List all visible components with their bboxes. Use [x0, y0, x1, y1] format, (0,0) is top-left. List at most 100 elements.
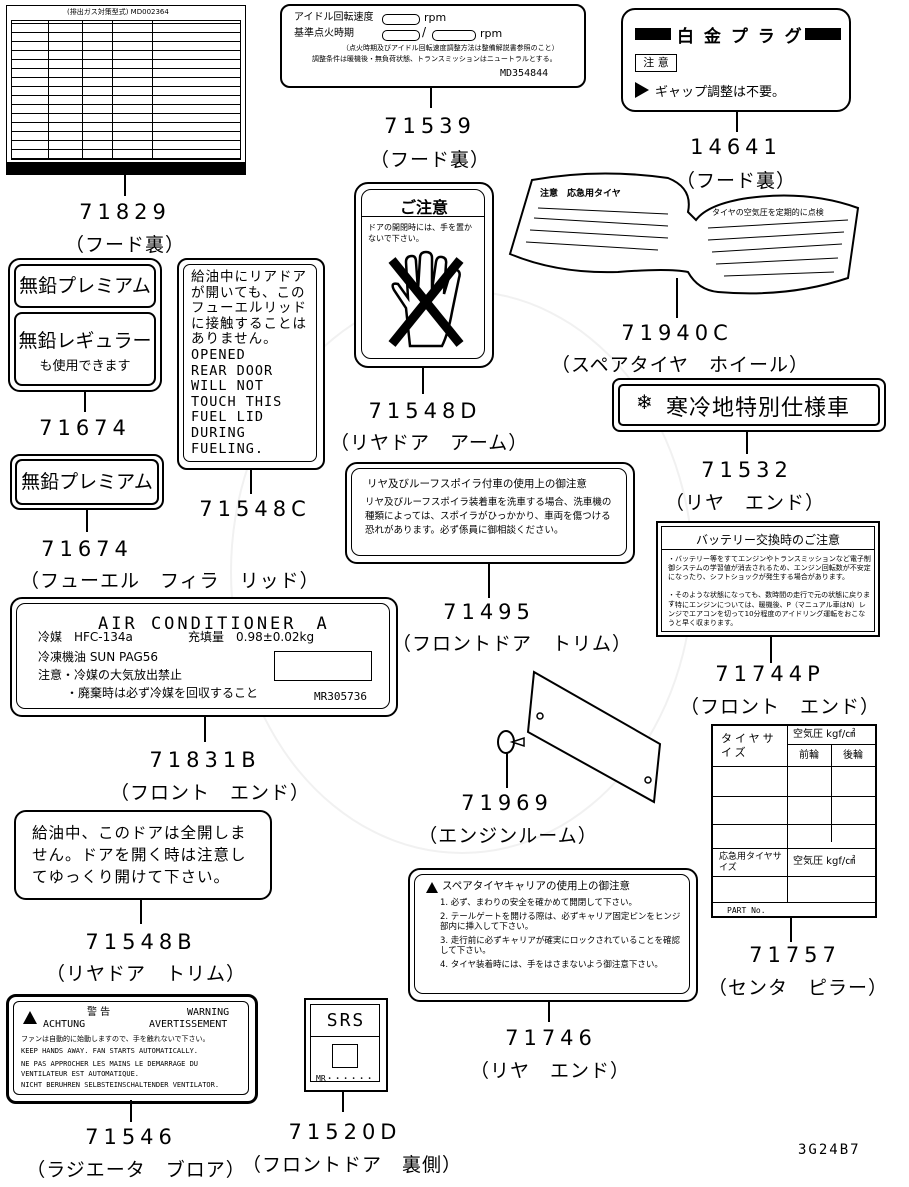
- part-location-71495: （フロントドア トリム）: [392, 633, 633, 655]
- spoiler-caution-text: リヤ及びルーフスポイラ装着車を洗車する場合、洗車機の種類によっては、スポイラがひ…: [365, 497, 612, 536]
- blower-line-2: KEEP HANDS AWAY. FAN STARTS AUTOMATICALL…: [21, 1047, 199, 1055]
- label-71520d-inner: [310, 1004, 380, 1082]
- label-71757: タイヤサイズ 空気圧 kgf/㎠ 前輪 後輪 応急用タイヤサイズ 空気圧 kgf…: [711, 724, 877, 918]
- part-location-71548d: （リヤドア アーム）: [330, 432, 529, 454]
- premium-outline: 無鉛プレミアム: [15, 459, 159, 505]
- label-71546-inner: [13, 1001, 249, 1095]
- leader-71940c: [676, 278, 678, 318]
- blower-line-1: ファンは自動的に始動しますので、手を触れないで下さい。: [21, 1035, 210, 1043]
- idle-note-2: 調整条件は暖機後・無負荷状態、トランスミッションはニュートラルとする。: [312, 55, 557, 63]
- leader-71548b: [140, 898, 142, 924]
- fuel-lid-line: OPENED: [191, 346, 246, 363]
- idle-label-code: MD354844: [500, 68, 549, 79]
- label-71744p: バッテリー交換時のご注意 ・バッテリー等をすてエンジンやトランスミッションなど電…: [656, 521, 880, 637]
- leader-71829: [124, 174, 126, 196]
- part-number-71746: 71746: [505, 1026, 597, 1050]
- leader-71746: [548, 1000, 550, 1022]
- tire-table-hline-5: [713, 848, 875, 849]
- label-71831b-inner: [16, 603, 390, 709]
- plug-title: 白 金 プ ラ グ: [677, 27, 804, 47]
- tire-caution-left: 注意 応急用タイヤ: [540, 189, 621, 199]
- battery-item-3: ・特にエンジンについては、暖機後、P（マニュアル車はN）レンジでエアコンを切って…: [668, 601, 866, 627]
- carrier-item-1: 1. 必ず、まわりの安全を確かめて開閉して下さい。: [440, 898, 637, 908]
- ignition-timing-text: 基準点火時期: [294, 28, 354, 39]
- part-location-71539: （フード裏）: [369, 149, 490, 171]
- fuel-lid-line: が開いても、この: [191, 284, 306, 301]
- ignition-timing-box1: [382, 30, 420, 41]
- part-number-71548b: 71548B: [85, 930, 197, 954]
- part-location-71546: （ラジエータ ブロア）: [26, 1159, 246, 1181]
- blower-warning-icon: [23, 1011, 37, 1024]
- fuel-lid-line: WILL NOT: [191, 378, 265, 395]
- battery-item-2: ・そのような状態になっても、数時間の走行で元の状態に戻ります: [668, 591, 871, 608]
- figure-code: 3G24B7: [798, 1142, 861, 1158]
- aircon-charge: 充填量 0.98±0.02kg: [188, 630, 315, 644]
- part-number-71940c: 71940C: [621, 321, 733, 345]
- label-71829: (排出ガス対策型式) MD002364: [6, 5, 246, 175]
- part-number-71744p: 71744P: [715, 662, 825, 686]
- tire-part-no: PART No.: [727, 906, 766, 915]
- srs-title: SRS: [326, 1010, 366, 1031]
- leader-71831b: [204, 716, 206, 742]
- ignition-timing-box2: [432, 30, 476, 41]
- battery-divider: [661, 549, 875, 550]
- tire-size-header: タイヤサイズ: [721, 732, 777, 759]
- part-number-71548d: 71548D: [368, 399, 482, 423]
- carrier-warning-icon: [426, 882, 438, 893]
- label-71539: アイドル回転速度 rpm 基準点火時期 / rpm （点火時期及びアイドル回転速…: [280, 4, 586, 88]
- leader-71495: [488, 562, 490, 598]
- leader-71548c: [250, 468, 252, 494]
- blower-line-4: NICHT BERUHREN SELBSTEINSCHALTENDER VENT…: [21, 1081, 220, 1089]
- pressure-header: 空気圧 kgf/㎠: [793, 729, 856, 740]
- door-arm-divider: [361, 216, 485, 217]
- fuel-lid-line: FUEL LID: [191, 409, 265, 426]
- label-71829-header: (排出ガス対策型式) MD002364: [67, 8, 169, 16]
- carrier-title: スペアタイヤキャリアの使用上の御注意: [442, 880, 630, 892]
- premium-text: 無鉛プレミアム: [19, 275, 151, 297]
- fuel-lid-line: REAR DOOR: [191, 362, 274, 379]
- label-71546: 警 告 WARNING ACHTUNG AVERTISSEMENT ファンは自動…: [6, 994, 258, 1104]
- label-71548d-inner: [361, 189, 485, 359]
- rear-wheel-header: 後輪: [843, 750, 863, 761]
- fuel-lid-line: ありません。: [191, 331, 278, 348]
- label-71532-inner: [618, 384, 880, 426]
- tire-table-hline-4: [713, 824, 875, 825]
- tire-table-hline-7: [713, 902, 875, 903]
- leader-71969: [506, 752, 508, 788]
- part-location-71520d: （フロントドア 裏側）: [242, 1154, 463, 1176]
- part-number-71495: 71495: [443, 600, 535, 624]
- part-location-71831b: （フロント エンド）: [110, 782, 311, 804]
- label-71548d: ご注意 ドアの開閉時には、手を置かないで下さい。: [354, 182, 494, 368]
- fuel-lid-line: 給油中にリアドア: [191, 269, 307, 285]
- aircon-blank-box: [274, 651, 372, 681]
- leader-71674-top: [84, 390, 86, 412]
- cold-region-text: 寒冷地特別仕様車: [666, 396, 851, 421]
- label-71746-inner: [414, 874, 690, 994]
- label-71548b: 給油中、このドアは全開しません。ドアを開く時は注意してゆっくり開けて下さい。: [14, 810, 272, 900]
- label-71548c-inner: [183, 264, 317, 462]
- tire-caution-right: タイヤの空気圧を定期的に点検: [712, 208, 824, 217]
- leader-71539: [430, 86, 432, 108]
- fuel-lid-line: フューエルリッド: [191, 300, 307, 317]
- label-71520d: SRS MR・・・・・・: [304, 998, 388, 1092]
- leader-71520d: [342, 1090, 344, 1112]
- fuel-lid-line: に接触することは: [191, 315, 307, 332]
- label-71969-plate: [497, 670, 662, 804]
- part-location-71829: （フード裏）: [64, 234, 185, 256]
- part-number-71969: 71969: [461, 791, 553, 815]
- plug-arrow-icon: [635, 82, 649, 98]
- plug-text: ギャップ調整は不要。: [655, 85, 786, 100]
- fuel-lid-line: DURING: [191, 424, 246, 441]
- tire-table-vline-1: [787, 726, 788, 902]
- tire-table-hline-6: [713, 876, 875, 877]
- part-location-14641: （フード裏）: [675, 170, 796, 192]
- battery-title: バッテリー交換時のご注意: [695, 533, 840, 547]
- part-number-71831b: 71831B: [149, 748, 261, 772]
- part-location-71746: （リヤ エンド）: [470, 1060, 631, 1082]
- premium-inner-box: 無鉛プレミアム: [14, 264, 156, 308]
- part-location-71757: （センタ ピラー）: [708, 977, 889, 999]
- part-location-71940c: （スペアタイヤ ホイール）: [550, 354, 810, 376]
- leader-71548d: [422, 366, 424, 394]
- label-71674-bottom: 無鉛プレミアム: [10, 454, 164, 510]
- battery-item-1: ・バッテリー等をすてエンジンやトランスミッションなど電子制御システムの学習値が消…: [668, 555, 871, 581]
